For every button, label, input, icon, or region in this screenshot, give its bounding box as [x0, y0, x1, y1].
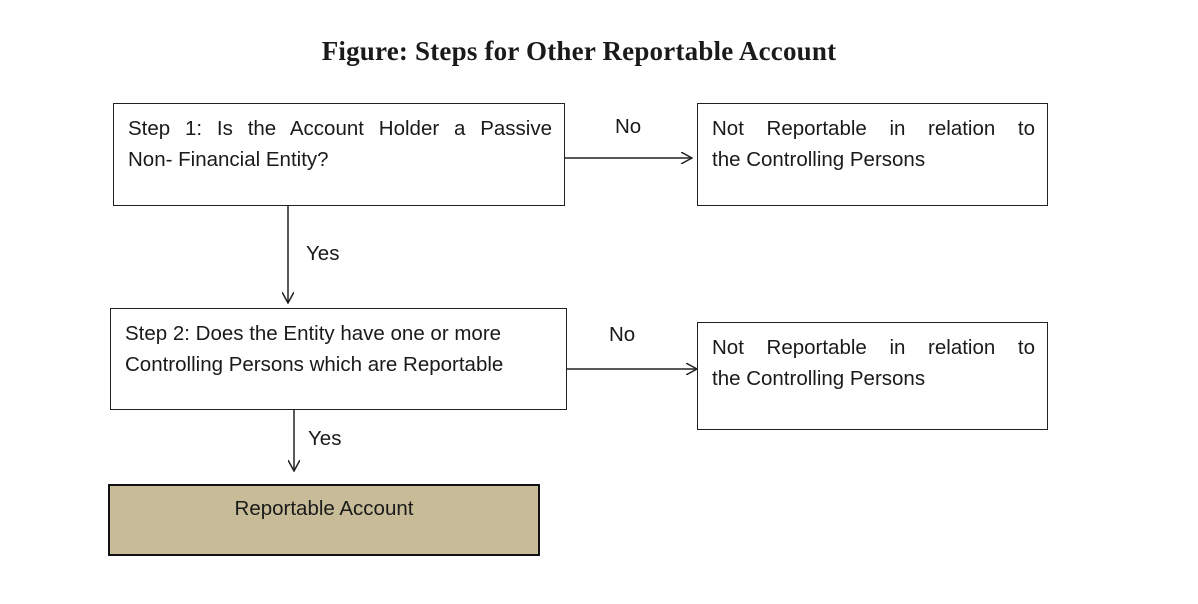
not-reportable-2-line1: Not Reportable in relation to: [712, 336, 1035, 359]
step2-line1: Step 2: Does the Entity have one or more: [125, 322, 502, 345]
edge-label-step1-yes: Yes: [306, 242, 340, 265]
edge-label-step2-yes: Yes: [308, 427, 342, 450]
not-reportable-2-line2: the Controlling Persons: [712, 367, 926, 390]
step1-line1: Step 1: Is the Account Holder a Passive: [128, 117, 552, 140]
step2-line2: Controlling Persons which are Reportable: [125, 353, 504, 376]
edge-label-step1-no: No: [615, 115, 642, 138]
reportable-account-label: Reportable Account: [234, 497, 414, 520]
not-reportable-box-1: Not Reportable in relation to the Contro…: [697, 103, 1048, 206]
step2-box: Step 2: Does the Entity have one or more…: [110, 308, 567, 410]
figure-title: Figure: Steps for Other Reportable Accou…: [321, 36, 837, 66]
not-reportable-1-line1: Not Reportable in relation to: [712, 117, 1035, 140]
not-reportable-box-2: Not Reportable in relation to the Contro…: [697, 322, 1048, 430]
step1-box: Step 1: Is the Account Holder a Passive …: [113, 103, 565, 206]
step1-line2: Non- Financial Entity?: [128, 148, 329, 171]
not-reportable-1-line2: the Controlling Persons: [712, 148, 926, 171]
reportable-account-box: Reportable Account: [108, 484, 540, 556]
edge-label-step2-no: No: [609, 323, 636, 346]
